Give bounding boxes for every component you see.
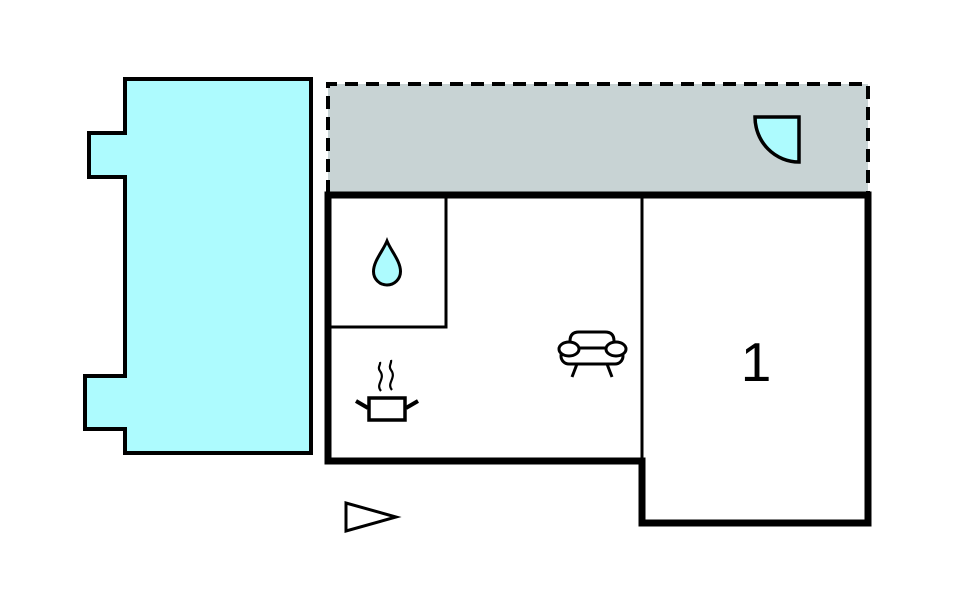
door-swing-icon — [753, 115, 801, 164]
sofa-icon — [557, 330, 628, 378]
entrance-arrow-icon — [344, 501, 402, 533]
room-1-label: 1 — [741, 331, 772, 393]
steam-icon — [377, 361, 383, 392]
water-drop-icon — [371, 236, 403, 287]
pool-icon — [83, 77, 313, 455]
steam-icon — [388, 359, 394, 391]
bathroom-wall — [326, 195, 448, 329]
terrace-dashed-border — [326, 82, 870, 193]
cooking-pot-icon — [354, 359, 420, 422]
